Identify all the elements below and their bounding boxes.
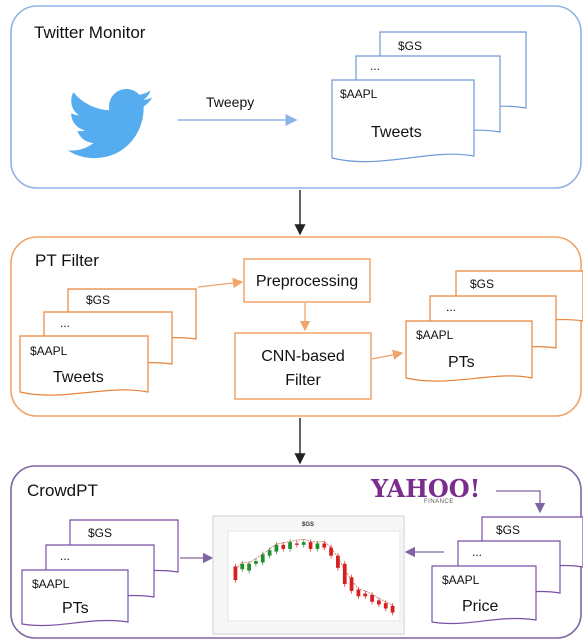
- candle-body: [356, 589, 361, 597]
- candle-body: [288, 542, 292, 549]
- cnn-filter-box: [234, 332, 372, 400]
- crowd-pts-doc-stack: $GS ... $AAPL PTs: [21, 519, 179, 627]
- filter-input-doc-stack: $GS ... $AAPL Tweets: [19, 288, 197, 396]
- doc-middle-label: ...: [60, 549, 70, 563]
- doc-front-label: PTs: [448, 354, 475, 371]
- doc-front-tag: $AAPL: [30, 344, 68, 358]
- doc-front: [331, 79, 475, 163]
- yahoo-finance-logo: YAHOO! FINANCE: [370, 474, 480, 505]
- gs-price-chart: $GS: [212, 515, 405, 635]
- doc-middle-label: ...: [446, 300, 456, 314]
- candle-body: [349, 577, 354, 591]
- candle-body: [260, 554, 265, 563]
- doc-front: [19, 335, 149, 396]
- candle-body: [336, 555, 340, 568]
- candle-body: [383, 603, 388, 609]
- candle-body: [281, 544, 286, 549]
- candle-body: [295, 543, 299, 545]
- candle-body: [240, 563, 245, 570]
- candle-body: [322, 543, 327, 548]
- candles-group: [233, 539, 395, 616]
- cnn-label-line2: Filter: [285, 372, 321, 389]
- doc-back-label: $GS: [86, 293, 110, 307]
- doc-middle-label: ...: [370, 59, 380, 73]
- yahoo-logo-subtext: FINANCE: [424, 499, 454, 505]
- doc-front-label: PTs: [62, 600, 89, 617]
- doc-front-tag: $AAPL: [340, 87, 378, 101]
- candle-body: [254, 561, 258, 564]
- doc-back-label: $GS: [398, 39, 422, 53]
- preprocessing-box: [243, 258, 371, 303]
- candle-body: [390, 605, 395, 613]
- filter-panel-title: PT Filter: [35, 251, 99, 270]
- doc-middle-label: ...: [60, 316, 70, 330]
- doc-front-label: Tweets: [371, 124, 422, 141]
- cnn-label-line1: CNN-based: [261, 348, 345, 365]
- pt-filter-panel: PT Filter $GS ... $AAPL Tweets Preproces…: [10, 236, 583, 417]
- cnn-to-pts-arrow: [371, 349, 404, 360]
- doc-front-label: Price: [462, 598, 499, 615]
- doc-front-tag: $AAPL: [416, 328, 454, 342]
- doc-middle-label: ...: [472, 545, 482, 559]
- twitter-tweets-doc-stack: $GS ... $AAPL Tweets: [331, 31, 527, 163]
- doc-front-tag: $AAPL: [442, 573, 480, 587]
- candle-body: [363, 593, 368, 597]
- doc-front: [405, 320, 533, 382]
- doc-front-label: Tweets: [53, 369, 104, 386]
- doc-front: [431, 565, 537, 625]
- twitter-panel-title: Twitter Monitor: [34, 23, 146, 42]
- filter-output-doc-stack: $GS ... $AAPL PTs: [405, 270, 583, 382]
- candle-body: [370, 594, 374, 602]
- candle-body: [329, 547, 333, 556]
- doc-front: [21, 569, 129, 627]
- crowd-panel-title: CrowdPT: [27, 481, 98, 500]
- yahoo-to-price-arrow: [496, 490, 546, 514]
- candle-body: [301, 542, 306, 545]
- candle-body: [247, 563, 251, 571]
- candle-body: [315, 543, 320, 549]
- candle-body: [233, 566, 238, 581]
- tweepy-label: Tweepy: [206, 94, 254, 110]
- twitter-bird-icon: [67, 89, 153, 159]
- price-trend-line: [235, 539, 393, 606]
- candle-body: [267, 550, 272, 556]
- twitter-monitor-panel: Twitter Monitor Tweepy $GS ... $AAPL Twe…: [10, 5, 582, 189]
- yahoo-logo-text: YAHOO!: [370, 474, 480, 503]
- doc-back-label: $GS: [470, 277, 494, 291]
- candle-body: [342, 563, 347, 585]
- doc-back-label: $GS: [88, 526, 112, 540]
- doc-front-tag: $AAPL: [32, 577, 70, 591]
- chart-title: $GS: [302, 522, 314, 528]
- doc-back-label: $GS: [496, 523, 520, 537]
- tweets-to-preprocessing-arrow: [197, 277, 244, 289]
- candle-body: [274, 544, 279, 552]
- preprocessing-label: Preprocessing: [256, 273, 358, 290]
- crowdpt-panel: CrowdPT YAHOO! FINANCE $GS ... $AAPL PTs…: [10, 465, 583, 639]
- candle-body: [308, 542, 313, 549]
- candle-body: [377, 600, 381, 605]
- chart-plot-area: [227, 530, 401, 622]
